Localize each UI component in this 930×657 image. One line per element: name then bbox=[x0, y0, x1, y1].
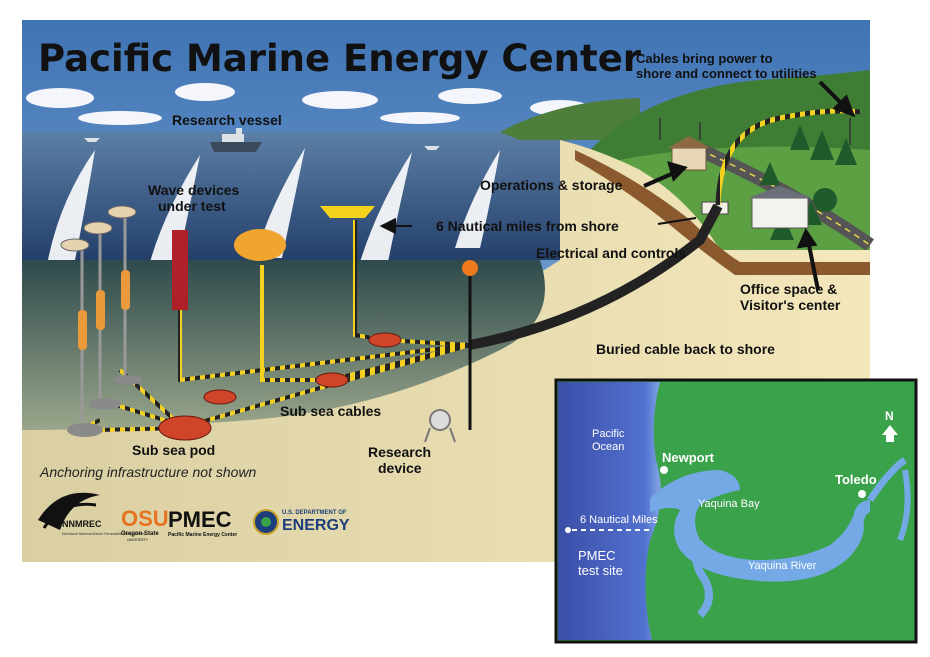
map-label-nautical-miles: 6 Nautical Miles bbox=[580, 514, 658, 526]
svg-text:NNMREC: NNMREC bbox=[62, 519, 102, 529]
svg-text:PMEC: PMEC bbox=[168, 507, 232, 532]
map-label-yaquina-bay: Yaquina Bay bbox=[698, 498, 760, 510]
map-label-pacific-1: Pacific bbox=[592, 428, 625, 440]
map-label-newport: Newport bbox=[662, 450, 715, 465]
svg-text:Pacific Marine Energy Center: Pacific Marine Energy Center bbox=[168, 532, 237, 538]
shore-cable bbox=[715, 108, 861, 206]
north-arrow-icon bbox=[882, 425, 898, 442]
label-research-device-1: Research bbox=[368, 444, 431, 460]
orange-buoy bbox=[234, 229, 286, 261]
small-boats bbox=[84, 138, 440, 150]
ocean-surface bbox=[22, 132, 581, 260]
pods bbox=[158, 332, 402, 441]
label-wave-devices-2: under test bbox=[158, 198, 226, 214]
label-nautical-miles-shore: 6 Nautical miles from shore bbox=[436, 218, 619, 234]
map-label-test-site: test site bbox=[578, 563, 623, 578]
map-label-toledo: Toledo bbox=[835, 472, 877, 487]
logo-osu: OSU Oregon State UNIVERSITY bbox=[121, 506, 169, 542]
svg-text:Northwest National Marine Rene: Northwest National Marine Renewable Ener… bbox=[62, 532, 146, 536]
map-label-yaquina-river: Yaquina River bbox=[748, 560, 817, 572]
spar-buoy bbox=[172, 230, 188, 310]
research-vessel-ship bbox=[210, 128, 262, 152]
newport-dot bbox=[660, 466, 668, 474]
toledo-dot bbox=[858, 490, 866, 498]
label-research-device-2: device bbox=[378, 460, 422, 476]
svg-text:UNIVERSITY: UNIVERSITY bbox=[127, 538, 149, 542]
label-cables-power-2: shore and connect to utilities bbox=[636, 66, 817, 81]
office-building bbox=[748, 186, 812, 229]
sub-sea-pod-shape bbox=[158, 415, 212, 441]
logo-pmec: PMEC Pacific Marine Energy Center bbox=[168, 507, 237, 538]
cliff bbox=[575, 150, 870, 275]
wave-devices bbox=[60, 205, 478, 437]
svg-text:ENERGY: ENERGY bbox=[282, 517, 350, 534]
map-label-north: N bbox=[885, 409, 894, 423]
map-river bbox=[650, 457, 911, 618]
svg-text:U.S. DEPARTMENT OF: U.S. DEPARTMENT OF bbox=[282, 510, 347, 516]
inset-map: Pacific Ocean Newport Toledo Yaquina Bay… bbox=[554, 378, 918, 644]
map-label-pmec: PMEC bbox=[578, 548, 616, 563]
buried-cable bbox=[469, 203, 723, 350]
logo-doe: U.S. DEPARTMENT OF ENERGY bbox=[253, 509, 350, 535]
research-device-tripod bbox=[424, 409, 456, 443]
headland bbox=[500, 98, 640, 140]
label-sub-sea-cables: Sub sea cables bbox=[280, 403, 381, 419]
label-buried-cable: Buried cable back to shore bbox=[596, 341, 775, 357]
map-ocean bbox=[558, 382, 661, 640]
research-buoy bbox=[462, 260, 478, 276]
label-operations-storage: Operations & storage bbox=[480, 177, 623, 193]
svg-text:OSU: OSU bbox=[121, 506, 169, 531]
test-site-dot bbox=[565, 527, 571, 533]
label-wave-devices-1: Wave devices bbox=[148, 182, 240, 198]
operations-building bbox=[668, 136, 710, 171]
label-anchoring-note: Anchoring infrastructure not shown bbox=[39, 464, 257, 480]
label-office-space-2: Visitor's center bbox=[740, 297, 841, 313]
pointer-arrows bbox=[379, 80, 856, 291]
label-cables-power-1: Cables bring power to bbox=[636, 51, 773, 66]
page-title: Pacific Marine Energy Center bbox=[38, 37, 642, 80]
label-sub-sea-pod: Sub sea pod bbox=[132, 442, 215, 458]
power-poles bbox=[659, 118, 851, 145]
yellow-device bbox=[320, 206, 375, 218]
label-office-space-1: Office space & bbox=[740, 281, 837, 297]
label-electrical-controls: Electrical and controls bbox=[536, 245, 686, 261]
label-research-vessel: Research vessel bbox=[172, 112, 282, 128]
svg-text:Oregon State: Oregon State bbox=[121, 531, 159, 537]
logo-nnmrec: NNMREC Northwest National Marine Renewab… bbox=[38, 492, 146, 536]
seabed bbox=[22, 260, 545, 430]
main-panel: Pacific Marine Energy Center Cables brin… bbox=[22, 20, 874, 562]
map-label-pacific-2: Ocean bbox=[592, 441, 624, 453]
